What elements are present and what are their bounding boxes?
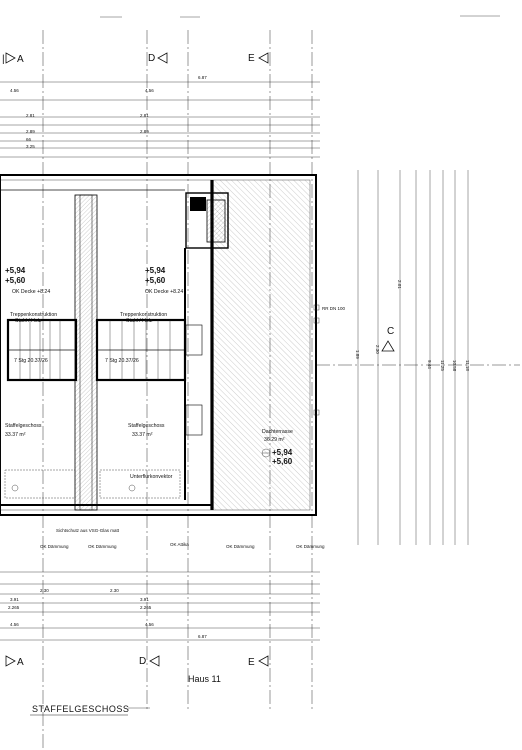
- svg-text:4.56: 4.56: [10, 88, 19, 93]
- svg-text:+5,94: +5,94: [272, 448, 293, 457]
- svg-text:3.91: 3.91: [10, 597, 19, 602]
- svg-text:Stahl / Holz: Stahl / Holz: [126, 318, 153, 324]
- svg-text:OK Dämmung: OK Dämmung: [296, 544, 325, 549]
- room-right: +5,94 +5,60 OK Decke +8.24 Treppenkonstr…: [105, 266, 183, 480]
- section-marker-c: C: [316, 326, 520, 366]
- svg-text:7 Stg 20.37/26: 7 Stg 20.37/26: [14, 358, 48, 364]
- svg-text:OK Decke +8.24: OK Decke +8.24: [145, 289, 183, 295]
- svg-text:+5,60: +5,60: [145, 276, 166, 285]
- svg-text:+5,94: +5,94: [145, 266, 166, 275]
- svg-text:+5,60: +5,60: [5, 276, 26, 285]
- stair-left: [6, 318, 78, 382]
- svg-text:33.37 m²: 33.37 m²: [132, 432, 153, 438]
- svg-text:2.81: 2.81: [140, 113, 149, 118]
- svg-text:OK Decke +8.24: OK Decke +8.24: [12, 289, 50, 295]
- inner-walls: [0, 189, 212, 506]
- scan-marks: [100, 15, 500, 18]
- svg-text:2.30: 2.30: [40, 588, 49, 593]
- right-dimension-chains: 9.44 11.25 10.58 11.18 2.30 1.89 2.01: [355, 170, 470, 545]
- svg-text:33.37 m²: 33.37 m²: [5, 432, 26, 438]
- svg-text:Unterflurkonvektor: Unterflurkonvektor: [130, 474, 173, 480]
- svg-text:+5,94: +5,94: [5, 266, 26, 275]
- svg-text:2.81: 2.81: [26, 113, 35, 118]
- svg-text:OK Dämmung: OK Dämmung: [88, 544, 117, 549]
- svg-text:+5,60: +5,60: [272, 457, 293, 466]
- bottom-dimension-chains: 4.56 4.56 6.87 3.91 3.91 2.265 2.265 2.3…: [0, 571, 320, 641]
- svg-text:9.44: 9.44: [427, 360, 432, 369]
- axis-bottom-a: A: [17, 657, 24, 668]
- svg-text:6.87: 6.87: [198, 634, 207, 639]
- svg-text:Stahl / Holz: Stahl / Holz: [15, 318, 42, 324]
- axis-bottom-d: D: [139, 656, 146, 667]
- svg-text:10.58: 10.58: [452, 360, 457, 372]
- axis-top-e: E: [248, 53, 255, 64]
- convectors: [4, 469, 181, 499]
- svg-text:66: 66: [26, 137, 32, 142]
- building-label: Haus 11: [188, 674, 221, 684]
- svg-text:RR DN 100: RR DN 100: [322, 306, 346, 311]
- svg-text:11.25: 11.25: [440, 360, 445, 371]
- svg-text:Staffelgeschoss: Staffelgeschoss: [5, 423, 42, 429]
- section-label: C: [387, 326, 394, 337]
- top-dimension-chains: 4.56 4.56 6.87 2.81 2.81 2.89 2.89 3.25 …: [0, 75, 320, 158]
- svg-text:4.56: 4.56: [145, 622, 154, 627]
- bottom-notes: Sichtschutz aus VSG-Glas matt OK Dämmung…: [40, 528, 325, 549]
- svg-text:Sichtschutz aus VSG-Glas matt: Sichtschutz aus VSG-Glas matt: [56, 528, 120, 533]
- room-terrace: Dachterrasse 36.29 m² +5,94 +5,60: [261, 429, 293, 466]
- svg-text:6.87: 6.87: [198, 75, 207, 80]
- svg-text:4.56: 4.56: [10, 622, 19, 627]
- axis-bottom-e: E: [248, 657, 255, 668]
- sheet-title: STAFFELGESCHOSS: [32, 704, 129, 714]
- svg-text:1.89: 1.89: [355, 350, 360, 359]
- svg-text:Treppenkonstruktion: Treppenkonstruktion: [120, 312, 167, 318]
- svg-text:2.265: 2.265: [8, 605, 20, 610]
- svg-text:2.89: 2.89: [26, 129, 35, 134]
- svg-text:OK Dämmung: OK Dämmung: [226, 544, 255, 549]
- svg-text:2.30: 2.30: [110, 588, 119, 593]
- svg-text:7 Stg 20.37/26: 7 Stg 20.37/26: [105, 358, 139, 364]
- svg-text:|: |: [2, 54, 5, 65]
- svg-text:11.18: 11.18: [465, 360, 470, 371]
- svg-text:Dachterrasse: Dachterrasse: [262, 429, 293, 435]
- svg-text:2.30: 2.30: [375, 345, 380, 354]
- svg-text:3.25: 3.25: [26, 144, 35, 149]
- svg-text:2.89: 2.89: [140, 129, 149, 134]
- terrace-drains: RR DN 100: [313, 304, 346, 416]
- stair-right: [95, 318, 187, 382]
- axis-top-d: D: [148, 53, 155, 64]
- chimney: [185, 192, 229, 249]
- party-wall: [74, 194, 98, 511]
- bottom-axis-markers: A D E: [5, 655, 269, 668]
- svg-text:2.01: 2.01: [397, 280, 402, 289]
- svg-text:Treppenkonstruktion: Treppenkonstruktion: [10, 312, 57, 318]
- svg-text:36.29 m²: 36.29 m²: [264, 437, 285, 443]
- svg-text:OK Dämmung: OK Dämmung: [40, 544, 69, 549]
- svg-text:OK Attika: OK Attika: [170, 542, 189, 547]
- top-axis-markers: | A D E: [2, 52, 269, 65]
- svg-text:Staffelgeschoss: Staffelgeschoss: [128, 423, 165, 429]
- svg-text:3.91: 3.91: [140, 597, 149, 602]
- svg-text:4.56: 4.56: [145, 88, 154, 93]
- axis-top-a: A: [17, 54, 24, 65]
- room-left: +5,94 +5,60 OK Decke +8.24 Treppenkonstr…: [5, 266, 57, 438]
- svg-text:2.265: 2.265: [140, 605, 152, 610]
